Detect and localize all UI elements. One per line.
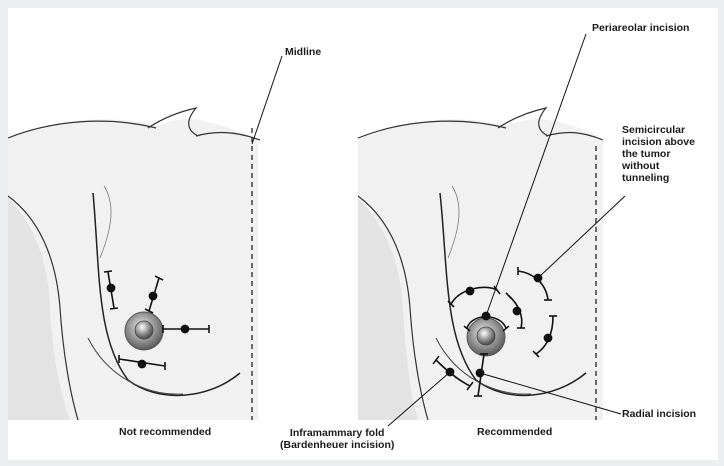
illustration (8, 8, 718, 460)
radial-label: Radial incision (622, 408, 696, 420)
caption-recommended: Recommended (477, 426, 552, 438)
left-areola (125, 312, 163, 350)
midline-leader (252, 56, 282, 144)
incision-diagram-figure: Midline Periareolar incision Semicircula… (8, 8, 718, 460)
left-torso (8, 108, 260, 420)
periareolar-label: Periareolar incision (592, 22, 689, 34)
right-areola (467, 318, 505, 356)
midline-label: Midline (285, 46, 321, 58)
caption-not-recommended: Not recommended (119, 426, 211, 438)
semicircular-label: Semicircular incision above the tumor wi… (622, 124, 695, 184)
inframammary-label: Inframammary fold (Bardenheuer incision) (280, 427, 394, 451)
